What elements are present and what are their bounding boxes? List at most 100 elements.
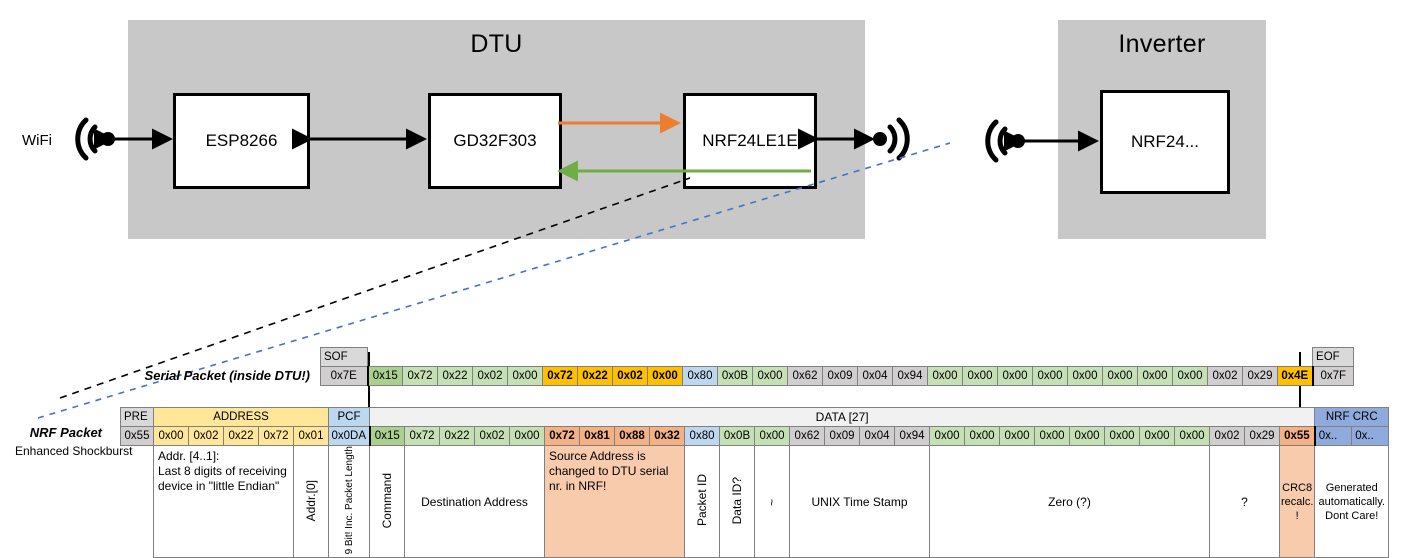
serial-byte-4: 0x02 <box>472 366 508 386</box>
nrf-byte-7: 0x15 <box>368 426 406 446</box>
dtu-title: DTU <box>470 30 523 58</box>
nrf-byte-9: 0x22 <box>439 426 476 446</box>
serial-byte-16: 0x94 <box>892 366 928 386</box>
serial-eof-header: EOF <box>1312 347 1355 367</box>
nrf-desc-crc-note: Generated automatically. Dont Care! <box>1314 444 1390 558</box>
nrf-byte-24: 0x00 <box>964 426 1001 446</box>
serial-sof-header: SOF <box>320 347 368 367</box>
nrf-data-header: DATA [27] <box>369 407 1316 427</box>
serial-byte-28: 0x7F <box>1311 366 1355 386</box>
serial-byte-3: 0x22 <box>437 366 473 386</box>
nrf-desc-tilde: ~ <box>754 444 791 558</box>
nrf-desc-unix: UNIX Time Stamp <box>789 444 931 558</box>
serial-byte-1: 0x15 <box>366 366 403 386</box>
chip-nrf24le1e: NRF24LE1E <box>683 93 817 189</box>
inverter-enclosure: Inverter <box>1058 20 1266 239</box>
nrf-desc-data-id: Data ID? <box>719 444 756 558</box>
serial-byte-21: 0x00 <box>1067 366 1103 386</box>
nrf-pre-header: PRE <box>120 407 154 427</box>
chip-nrf24: NRF24... <box>1100 90 1230 194</box>
nrf-byte-32: 0x29 <box>1244 426 1281 446</box>
nrf-address-header: ADDRESS <box>152 407 330 427</box>
nrf-byte-16: 0x80 <box>684 426 721 446</box>
nrf-desc-command: Command <box>369 444 406 558</box>
serial-byte-10: 0x80 <box>682 366 718 386</box>
serial-byte-27: 0x4E <box>1276 366 1314 386</box>
serial-byte-17: 0x00 <box>927 366 963 386</box>
nrf-desc-question: ? <box>1209 444 1281 558</box>
serial-byte-23: 0x00 <box>1137 366 1173 386</box>
inverter-title: Inverter <box>1118 30 1206 58</box>
nrf-byte-22: 0x94 <box>894 426 931 446</box>
nrf-desc-addr0: Addr.[0] <box>292 444 330 558</box>
nrf-pcf-header: PCF <box>328 407 371 427</box>
nrf-desc-crc8: CRC8 recalc. ! <box>1279 444 1316 558</box>
chip-gd32f303: GD32F303 <box>428 93 562 189</box>
chip-gd32f303-label: GD32F303 <box>453 131 537 150</box>
wifi-label: WiFi <box>22 132 52 149</box>
chip-nrf24le1e-label: NRF24LE1E <box>702 131 798 150</box>
serial-byte-26: 0x29 <box>1242 366 1278 386</box>
serial-byte-14: 0x09 <box>822 366 858 386</box>
chip-esp8266-label: ESP8266 <box>205 131 278 150</box>
nrf-byte-34: 0x.. <box>1313 426 1353 446</box>
chip-esp8266: ESP8266 <box>173 93 310 189</box>
serial-packet-header-row: SOF EOF <box>320 347 1355 367</box>
nrf-desc-zero: Zero (?) <box>929 444 1211 558</box>
nrf-byte-10: 0x02 <box>474 426 511 446</box>
nrf-desc-packet-id: Packet ID <box>684 444 721 558</box>
nrf-byte-11: 0x00 <box>509 426 546 446</box>
serial-byte-6: 0x72 <box>542 366 578 386</box>
serial-byte-5: 0x00 <box>507 366 543 386</box>
nrf-byte-0: 0x55 <box>120 426 154 446</box>
nrf-desc-destination: Destination Address <box>404 444 546 558</box>
serial-byte-18: 0x00 <box>962 366 998 386</box>
nrf-byte-21: 0x04 <box>859 426 896 446</box>
wifi-antenna-icon <box>75 117 98 161</box>
serial-byte-19: 0x00 <box>997 366 1033 386</box>
serial-byte-7: 0x22 <box>577 366 613 386</box>
serial-byte-22: 0x00 <box>1102 366 1138 386</box>
nrf-byte-30: 0x00 <box>1174 426 1211 446</box>
nrf-crc-header: NRF CRC <box>1314 407 1390 427</box>
nrf-byte-5: 0x01 <box>292 426 330 446</box>
nrf-byte-33: 0x55 <box>1279 426 1316 446</box>
chip-nrf24-label: NRF24... <box>1130 132 1200 151</box>
serial-byte-15: 0x04 <box>857 366 893 386</box>
serial-byte-11: 0x0B <box>717 366 753 386</box>
nrf-byte-25: 0x00 <box>999 426 1036 446</box>
nrf-byte-29: 0x00 <box>1139 426 1176 446</box>
nrf-byte-31: 0x02 <box>1209 426 1246 446</box>
nrf-packet-label: NRF Packet <box>29 425 102 440</box>
serial-byte-13: 0x62 <box>787 366 823 386</box>
serial-byte-9: 0x00 <box>647 366 683 386</box>
enhanced-shockburst-label: Enhanced Shockburst <box>15 444 133 458</box>
nrf-byte-15: 0x32 <box>649 426 686 446</box>
nrf-byte-4: 0x72 <box>258 426 294 446</box>
nrf-byte-27: 0x00 <box>1069 426 1106 446</box>
nrf-byte-23: 0x00 <box>929 426 966 446</box>
nrf-byte-13: 0x81 <box>579 426 616 446</box>
nrf-byte-17: 0x0B <box>719 426 756 446</box>
serial-byte-2: 0x72 <box>402 366 438 386</box>
nrf-group-header-row: PRE ADDRESS PCF DATA [27] NRF CRC <box>120 407 1390 427</box>
dtu-radio-dot <box>873 132 887 146</box>
serial-packet-label: Serial Packet (inside DTU!) <box>144 368 310 383</box>
inverter-antenna-dot <box>1011 134 1025 148</box>
diagram-canvas: DTU ESP8266 GD32F303 NRF24LE1E WiFi Inve… <box>15 20 1390 558</box>
nrf-byte-26: 0x00 <box>1034 426 1071 446</box>
serial-header-spacer <box>368 348 1313 367</box>
serial-byte-20: 0x00 <box>1032 366 1068 386</box>
nrf-byte-20: 0x09 <box>824 426 861 446</box>
nrf-byte-12: 0x72 <box>544 426 581 446</box>
nrf-desc-pcf: 9 Bit! Inc. Packet Length <box>328 444 371 558</box>
serial-byte-24: 0x00 <box>1172 366 1208 386</box>
nrf-byte-3: 0x22 <box>223 426 259 446</box>
serial-byte-25: 0x02 <box>1207 366 1243 386</box>
nrf-byte-28: 0x00 <box>1104 426 1141 446</box>
nrf-byte-2: 0x02 <box>188 426 224 446</box>
